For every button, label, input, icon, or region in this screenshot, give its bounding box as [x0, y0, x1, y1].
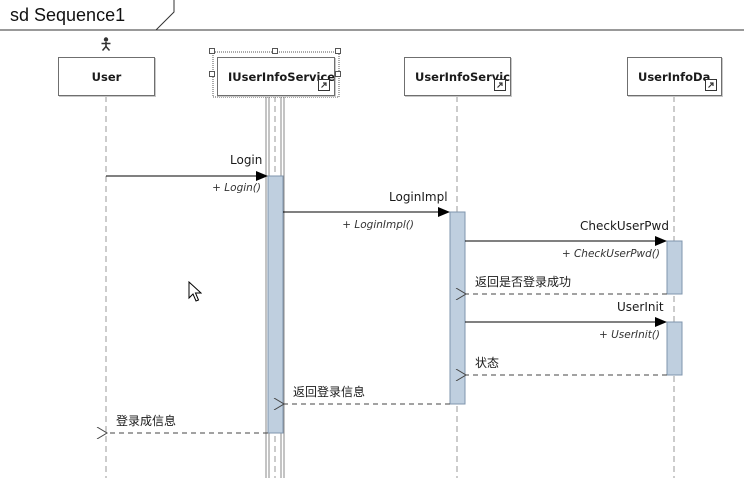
- return-checkuserpwd-label[interactable]: 返回是否登录成功: [475, 275, 572, 289]
- selection-handle-ml[interactable]: [209, 71, 215, 77]
- lifeline-label-iuserinfoservice: IUserInfoService: [228, 69, 335, 84]
- message-login-label[interactable]: Login: [230, 153, 263, 167]
- message-checkuserpwd-operation: + CheckUserPwd(): [561, 248, 660, 260]
- diagram-frame-tab: [0, 0, 744, 31]
- message-userinit-label[interactable]: UserInit: [617, 300, 664, 314]
- diagram-title: sd Sequence1: [10, 5, 126, 25]
- return-userinit-label[interactable]: 状态: [475, 356, 500, 370]
- lifeline-header-userinfodao[interactable]: UserInfoDa: [627, 57, 722, 96]
- lifeline-header-user[interactable]: User: [58, 57, 155, 96]
- message-checkuserpwd-label[interactable]: CheckUserPwd: [580, 219, 669, 233]
- message-login-operation: + Login(): [212, 182, 261, 194]
- lifeline-header-iuserinfoservice[interactable]: IUserInfoService: [217, 57, 335, 96]
- hyperlink-icon[interactable]: [318, 79, 330, 91]
- activation-userinfodao-1: [666, 240, 683, 295]
- hyperlink-icon[interactable]: [705, 79, 717, 91]
- return-login-label[interactable]: 登录成信息: [116, 414, 177, 428]
- activation-userinfodao-2: [666, 321, 683, 376]
- selection-handle-tl[interactable]: [209, 48, 215, 54]
- message-loginimpl-operation: + LoginImpl(): [342, 219, 414, 231]
- lifeline-header-userinfoservice[interactable]: UserInfoServic: [404, 57, 511, 96]
- actor-icon: [101, 37, 111, 51]
- selection-handle-mr[interactable]: [335, 71, 341, 77]
- selection-handle-tm[interactable]: [272, 48, 278, 54]
- activation-userinfoservice: [449, 211, 466, 405]
- selection-handle-tr[interactable]: [335, 48, 341, 54]
- hyperlink-icon[interactable]: [494, 79, 506, 91]
- message-loginimpl-label[interactable]: LoginImpl: [389, 190, 448, 204]
- mouse-cursor-icon: [188, 281, 202, 302]
- lifeline-label-userinfoservice: UserInfoServic: [415, 69, 511, 84]
- return-loginimpl-label[interactable]: 返回登录信息: [293, 385, 366, 399]
- activation-iuserinfoservice: [267, 175, 284, 434]
- lifeline-label-user: User: [91, 69, 122, 84]
- lifeline-label-userinfodao: UserInfoDa: [638, 69, 711, 84]
- message-userinit-operation: + UserInit(): [598, 329, 660, 341]
